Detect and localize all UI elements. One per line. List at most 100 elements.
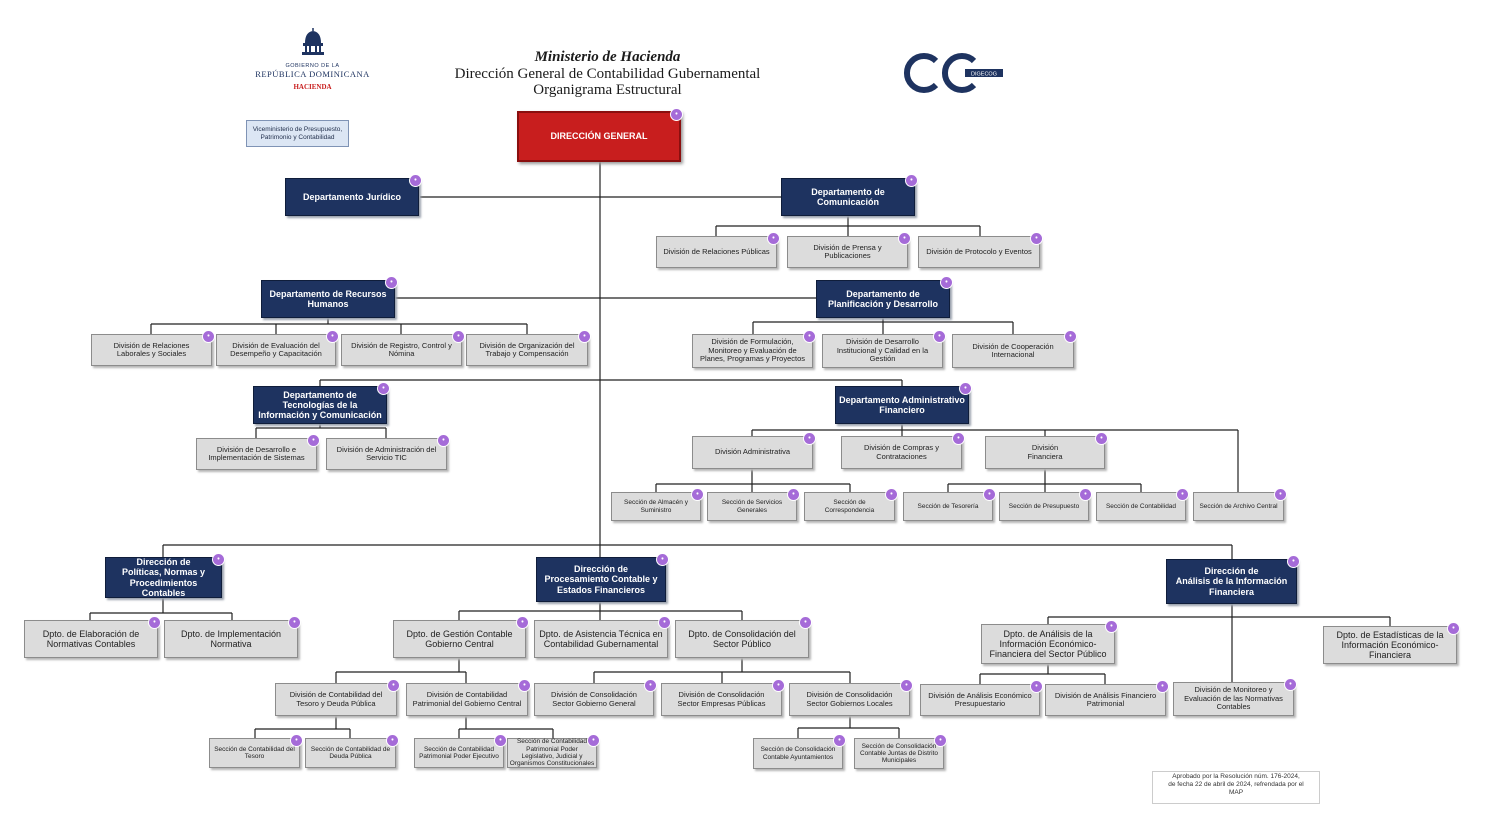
org-unit-label: División Financiera <box>1027 443 1063 461</box>
dome-icon <box>301 28 324 55</box>
org-unit-label: Departamento de Recursos Humanos <box>269 288 387 309</box>
org-unit-jur: Departamento Jurídico • <box>285 174 422 216</box>
org-unit-label: Dpto. de Estadísticas de la Información … <box>1336 629 1444 661</box>
unit-marker-icon: • <box>803 330 816 343</box>
org-unit-label: Sección de Almacén y Suministro <box>624 499 688 514</box>
org-unit-label: División Administrativa <box>714 447 791 457</box>
org-unit-label: División de Desarrollo e Implementación … <box>208 444 305 462</box>
org-unit-label: Viceministerio de Presupuesto, Patrimoni… <box>252 126 343 141</box>
org-unit-s4: Sección de Tesorería• <box>903 488 996 521</box>
unit-marker-icon: • <box>148 616 161 629</box>
unit-marker-icon: • <box>799 616 812 629</box>
unit-marker-icon: • <box>905 174 918 187</box>
org-unit-adm2: División de Compras y Contrataciones• <box>841 432 965 469</box>
unit-marker-icon: • <box>959 382 972 395</box>
unit-marker-icon: • <box>377 382 390 395</box>
org-unit-label: Dirección de Procesamiento Contable y Es… <box>544 564 658 595</box>
org-unit-label: Dpto. de Implementación Normativa <box>180 628 282 649</box>
org-unit-ana1: Dpto. de Análisis de la Información Econ… <box>981 620 1118 664</box>
unit-marker-icon: • <box>1156 680 1169 693</box>
org-unit-s1: Sección de Almacén y Suministro• <box>611 488 704 521</box>
org-unit-label: Dpto. de Elaboración de Normativas Conta… <box>42 628 140 649</box>
org-unit-label: Sección de Contabilidad de Deuda Pública <box>310 745 391 760</box>
org-unit-label: Departamento Administrativo Financiero <box>839 394 965 415</box>
unit-marker-icon: • <box>290 734 303 747</box>
org-unit-cs1: Sección de Consolidación Contable Ayunta… <box>753 734 846 769</box>
unit-marker-icon: • <box>1284 678 1297 691</box>
org-unit-label: División de Registro, Control y Nómina <box>351 340 452 358</box>
org-unit-tic2: División de Administración del Servicio … <box>326 434 450 470</box>
unit-marker-icon: • <box>1064 330 1077 343</box>
org-unit-cons: Dpto. de Consolidación del Sector Públic… <box>675 616 812 658</box>
org-unit-ana11: División de Análisis Económico Presupues… <box>920 680 1043 716</box>
org-unit-label: Departamento de Planificación y Desarrol… <box>827 288 939 309</box>
org-unit-label: División de Consolidación Sector Gobiern… <box>806 690 893 708</box>
unit-marker-icon: • <box>1274 488 1287 501</box>
org-unit-gc2: División de Contabilidad Patrimonial del… <box>406 679 531 716</box>
org-unit-label: División de Relaciones Laborales y Socia… <box>113 340 190 358</box>
org-unit-rrhh: Departamento de Recursos Humanos• <box>261 276 398 318</box>
unit-marker-icon: • <box>587 734 600 747</box>
org-unit-s6: Sección de Contabilidad• <box>1096 488 1189 521</box>
unit-marker-icon: • <box>386 734 399 747</box>
org-unit-label: División de Contabilidad Patrimonial del… <box>412 690 522 708</box>
unit-marker-icon: • <box>1105 620 1118 633</box>
org-unit-label: Dpto. de Gestión Contable Gobierno Centr… <box>406 628 513 649</box>
unit-marker-icon: • <box>437 434 450 447</box>
unit-marker-icon: • <box>409 174 422 187</box>
org-unit-label: División de Prensa y Publicaciones <box>813 242 882 260</box>
unit-marker-icon: • <box>385 276 398 289</box>
org-unit-plan2: División de Desarrollo Institucional y C… <box>822 330 946 368</box>
unit-marker-icon: • <box>1079 488 1092 501</box>
org-unit-label: División de Protocolo y Eventos <box>926 246 1032 256</box>
org-unit-label: Sección de Contabilidad del Tesoro <box>214 745 295 760</box>
digecog-logo: DIGECOG <box>902 53 1007 93</box>
unit-marker-icon: • <box>952 432 965 445</box>
logo-line-3: HACIENDA <box>293 83 332 91</box>
org-unit-label: División de Organización del Trabajo y C… <box>479 340 575 358</box>
unit-marker-icon: • <box>1030 232 1043 245</box>
org-unit-label: División de Consolidación Sector Gobiern… <box>551 690 637 708</box>
org-unit-ana12: División de Análisis Financiero Patrimon… <box>1045 680 1169 716</box>
unit-marker-icon: • <box>288 616 301 629</box>
org-unit-label: Dirección de Análisis de la Información … <box>1175 566 1288 597</box>
org-unit-com1: División de Relaciones Públicas• <box>656 232 780 268</box>
org-unit-label: Sección de Contabilidad Patrimonial Pode… <box>419 745 499 760</box>
org-unit-pol: Dirección de Políticas, Normas y Procedi… <box>105 553 225 598</box>
org-unit-rrhh3: División de Registro, Control y Nómina• <box>341 330 465 366</box>
org-unit-proc: Dirección de Procesamiento Contable y Es… <box>536 553 669 602</box>
unit-marker-icon: • <box>644 679 657 692</box>
org-unit-ana: Dirección de Análisis de la Información … <box>1166 555 1300 604</box>
unit-marker-icon: • <box>452 330 465 343</box>
unit-marker-icon: • <box>494 734 507 747</box>
approval-note: Aprobado por la Resolución núm. 176-2024… <box>1152 771 1320 804</box>
unit-marker-icon: • <box>658 616 671 629</box>
unit-marker-icon: • <box>933 330 946 343</box>
org-unit-label: División de Administración del Servicio … <box>336 444 437 462</box>
org-unit-label: División de Contabilidad del Tesoro y De… <box>289 690 383 708</box>
org-unit-cons2: División de Consolidación Sector Empresa… <box>661 679 785 716</box>
org-unit-adm1: División Administrativa• <box>692 432 816 469</box>
org-unit-label: Dpto. de Consolidación del Sector Públic… <box>688 628 796 649</box>
org-unit-tic: Departamento de Tecnologías de la Inform… <box>253 382 390 424</box>
org-unit-dg: DIRECCIÓN GENERAL• <box>517 108 683 162</box>
org-unit-label: Departamento de Comunicación <box>811 186 885 207</box>
unit-marker-icon: • <box>898 232 911 245</box>
org-unit-ana2: Dpto. de Estadísticas de la Información … <box>1323 622 1460 664</box>
org-unit-com3: División de Protocolo y Eventos• <box>918 232 1043 268</box>
unit-marker-icon: • <box>1095 432 1108 445</box>
org-unit-s5: Sección de Presupuesto• <box>999 488 1092 521</box>
org-unit-s3: Sección de Correspondencia• <box>804 488 898 521</box>
org-unit-label: División de Relaciones Públicas <box>663 246 770 256</box>
unit-marker-icon: • <box>900 679 913 692</box>
org-unit-label: Departamento Jurídico <box>302 191 402 202</box>
unit-marker-icon: • <box>772 679 785 692</box>
org-unit-label: División de Formulación, Monitoreo y Eva… <box>699 337 806 364</box>
org-unit-label: División de Desarrollo Institucional y C… <box>836 337 929 364</box>
unit-marker-icon: • <box>387 679 400 692</box>
org-unit-vice: Viceministerio de Presupuesto, Patrimoni… <box>246 120 349 147</box>
ministry-title: Ministerio de Hacienda <box>534 49 681 65</box>
org-unit-cons3: División de Consolidación Sector Gobiern… <box>789 679 913 716</box>
org-unit-at: Dpto. de Asistencia Técnica en Contabili… <box>534 616 671 658</box>
directorate-title: Dirección General de Contabilidad Gubern… <box>454 66 761 82</box>
